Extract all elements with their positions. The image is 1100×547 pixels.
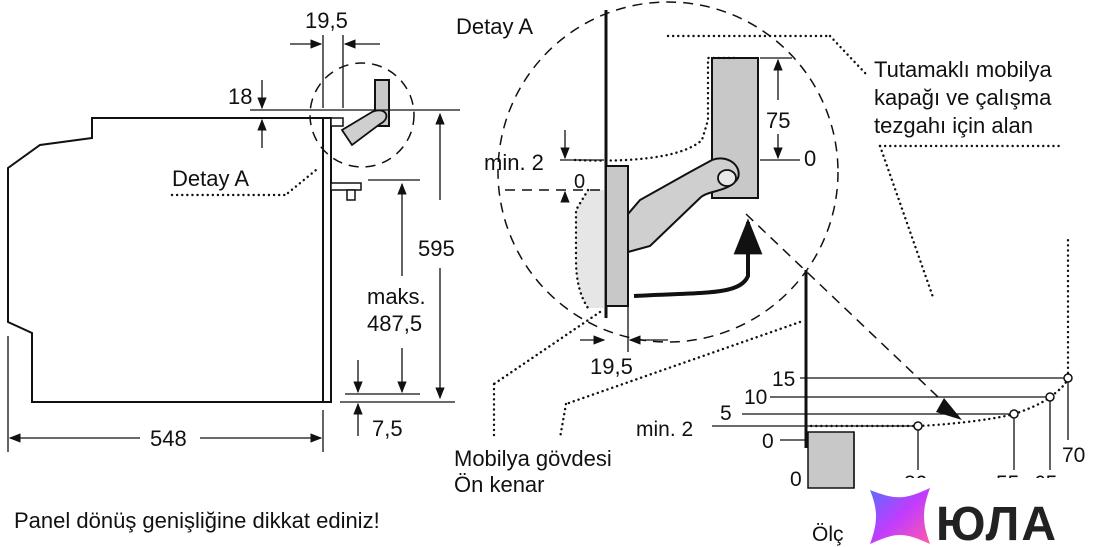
graph-point: [913, 421, 923, 431]
detail-zero-left: 0: [574, 171, 585, 193]
hinge-pivot: [717, 169, 737, 187]
detail-a-circle-large: [497, 1, 839, 343]
body-label-leader-2: [564, 320, 802, 406]
body-label-leader-1: [492, 310, 602, 386]
detail-a-label-top: Detay A: [456, 14, 533, 39]
clearance-graph: 15 10 5 min. 2 0 0 30 55 65 70: [636, 238, 1090, 495]
graph-label-5: 5: [720, 402, 732, 425]
oven-handle-mount: [346, 189, 356, 201]
dim-label-595: 595: [418, 236, 455, 261]
body-label-line-1: Mobilya gövdesi: [454, 446, 612, 471]
logo-star-icon: [870, 488, 930, 544]
graph-panel-block: [807, 431, 855, 489]
small-hinge: [340, 109, 388, 147]
footer-note: Panel dönüş genişliğine dikkat ediniz!: [14, 508, 380, 533]
detail-a-label-left: Detay A: [172, 166, 249, 191]
oven-side-view: 19,5 18 595 maks. 487,5 7,5 548 Detay A: [7, 8, 460, 452]
detail-min2-label: min. 2: [484, 150, 544, 175]
opening-arrow: [633, 218, 763, 298]
dim-label-7-5: 7,5: [372, 416, 403, 441]
hinge-arm: [627, 157, 740, 254]
oven-body-outline: [7, 117, 323, 403]
scale-caption: Ölç: [812, 523, 844, 546]
graph-xlabel-0: 0: [790, 468, 802, 491]
area-note-leader: [828, 34, 868, 76]
ghost-door-panel: [576, 190, 604, 308]
detail-a-view: Detay A min. 2 0 75 0: [454, 1, 1062, 497]
area-note-line-3: tezgahı için alan: [874, 113, 1033, 138]
body-label-leader-2v: [558, 402, 568, 440]
dim-label-487-5: 487,5: [367, 311, 422, 336]
dim-label-548: 548: [150, 426, 187, 451]
graph-label-10: 10: [744, 386, 767, 409]
graph-point: [1009, 409, 1019, 419]
area-note-line-2: kapağı ve çalışma: [874, 85, 1052, 110]
oven-door-panel: [322, 117, 332, 403]
detail-75-label: 75: [766, 108, 790, 133]
graph-label-15: 15: [772, 368, 795, 391]
logo-watermark: ЮЛА: [870, 488, 1058, 547]
graph-label-min2: min. 2: [636, 418, 693, 441]
dim-label-max: maks.: [367, 284, 426, 309]
ghost-door-outline: [574, 188, 590, 310]
logo-text: ЮЛА: [936, 498, 1058, 547]
graph-label-0: 0: [762, 430, 774, 453]
diagonal-dashed-arrow: [745, 213, 959, 417]
door-panel: [605, 165, 629, 307]
graph-xlabel-70: 70: [1062, 444, 1085, 467]
dim-label-19-5-top: 19,5: [305, 8, 348, 33]
graph-clip-mask: [860, 478, 1090, 490]
clearance-dotted-path: [573, 56, 736, 162]
area-note-line-1: Tutamaklı mobilya: [874, 57, 1052, 82]
graph-point: [1045, 392, 1055, 402]
area-note-leader-2: [878, 144, 936, 302]
detail-a-circle-small: [309, 62, 415, 168]
graph-point: [1063, 373, 1073, 383]
body-label-line-2: Ön kenar: [454, 472, 545, 497]
detail-19-5-bottom: 19,5: [590, 354, 633, 379]
graph-clearance-curve: [804, 238, 1070, 428]
detail-zero-right: 0: [804, 146, 816, 171]
diagonal-arrow-head: [936, 398, 962, 420]
dim-label-18: 18: [228, 84, 252, 109]
oven-handle: [330, 182, 362, 191]
oven-top-edge: [330, 117, 344, 127]
detail-a-leader: [286, 168, 318, 195]
